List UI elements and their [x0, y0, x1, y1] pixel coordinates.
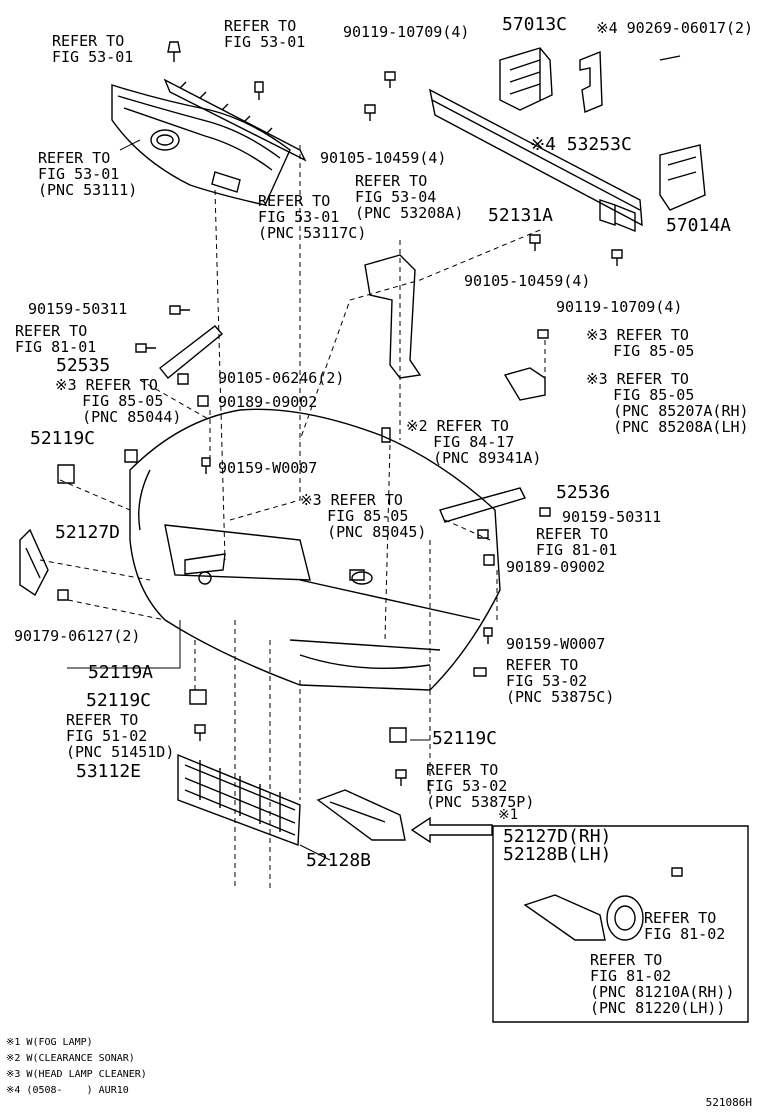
grille-moulding	[165, 80, 305, 160]
label-52119c-left: 52119C	[30, 428, 96, 449]
label-52128b: 52128B	[306, 850, 372, 871]
label-refer-85-05-c: ※3 REFER TO FIG 85-05 (PNC 85207A(RH) (P…	[586, 370, 749, 436]
fog-bezel-52128b	[318, 790, 405, 840]
label-refer-53-02-b: REFER TO FIG 53-02 (PNC 53875P)	[426, 761, 535, 811]
label-90159-50311-left: 90159-50311	[28, 300, 128, 318]
screw-50311-r	[540, 508, 550, 516]
screw-lower	[195, 725, 205, 741]
diagram-code: 521086H	[705, 1096, 752, 1109]
clip-52119c-mid	[190, 690, 206, 704]
label-53253c: ※4 53253C	[530, 134, 632, 155]
label-90159-w0007-bot: 90159-W0007	[506, 635, 606, 653]
label-refer-53-04: REFER TO FIG 53-04 (PNC 53208A)	[355, 172, 464, 222]
screw-52535	[170, 306, 190, 314]
clip-52119c-right	[390, 728, 406, 742]
label-52119a: 52119A	[88, 662, 154, 683]
label-57013c: 57013C	[502, 14, 568, 35]
bracket-57014a	[660, 145, 705, 210]
front-bumper-cover	[130, 409, 500, 690]
label-90189-09002-top: 90189-09002	[218, 393, 318, 411]
clip-top	[168, 42, 180, 62]
label-refer-53-01-d: REFER TO FIG 53-01 (PNC 53117C)	[258, 192, 367, 242]
note-4: ※4 (0508- ) AUR10	[6, 1085, 129, 1096]
label-52131a: 52131A	[488, 205, 554, 226]
cap-85044	[125, 450, 137, 462]
label-refer-81-02-a: REFER TO FIG 81-02	[644, 909, 726, 943]
clip-52119c-left	[58, 465, 74, 483]
label-refer-53-01-a: REFER TO FIG 53-01	[52, 32, 134, 66]
label-refer-85-05-d: ※3 REFER TO FIG 85-05 (PNC 85045)	[300, 491, 427, 541]
label-90189-09002-bot: 90189-09002	[506, 558, 606, 576]
label-90159-w0007-top: 90159-W0007	[218, 459, 318, 477]
label-90119-10709-bot: 90119-10709(4)	[556, 298, 683, 316]
fog-lamp-inset	[493, 826, 748, 1022]
note-1: ※1 W(FOG LAMP)	[6, 1037, 93, 1048]
screw-w0007-b	[484, 628, 492, 644]
nut-90189-b	[484, 555, 494, 565]
label-refer-81-02-b: REFER TO FIG 81-02 (PNC 81210A(RH)) (PNC…	[590, 951, 735, 1017]
note-3: ※3 W(HEAD LAMP CLEANER)	[6, 1069, 147, 1080]
sonar-sensor	[382, 428, 390, 442]
bolt-06246	[178, 374, 188, 384]
bracket-57013c	[500, 48, 552, 110]
label-90269: ※4 90269-06017(2)	[596, 19, 754, 37]
side-bracket-53208a	[365, 255, 420, 378]
inset-mark: ※1	[498, 807, 519, 823]
nut-90179	[58, 590, 68, 600]
label-90119-10709-top: 90119-10709(4)	[343, 23, 470, 41]
retainer-52535	[160, 326, 222, 378]
label-refer-53-01-b: REFER TO FIG 53-01	[224, 17, 306, 51]
label-52127d: 52127D	[55, 522, 121, 543]
lower-grille-53112e	[178, 755, 300, 845]
clip-53875c	[474, 668, 486, 676]
label-refer-85-05-b: ※3 REFER TO FIG 85-05	[586, 326, 695, 360]
label-52119c-right: 52119C	[432, 728, 498, 749]
inset-screw	[672, 868, 682, 876]
screw-lower2	[396, 770, 406, 786]
sensor-bracket	[505, 368, 545, 400]
screw-sensor	[538, 330, 548, 338]
screw-81-01	[478, 530, 488, 538]
label-52119c-mid: 52119C	[86, 690, 152, 711]
label-refer-51-02: REFER TO FIG 51-02 (PNC 51451D)	[66, 711, 175, 761]
label-90179-06127: 90179-06127(2)	[14, 627, 141, 645]
screw-52535b	[136, 344, 156, 352]
label-refer-85-05-a: ※3 REFER TO FIG 85-05 (PNC 85044)	[55, 376, 182, 426]
label-90105-06246: 90105-06246(2)	[218, 369, 345, 387]
cap-85045	[350, 570, 364, 580]
label-90159-50311-right: 90159-50311	[562, 508, 662, 526]
retainer-52536	[440, 488, 525, 522]
fog-lamp	[607, 896, 643, 940]
screw-w0007-a	[202, 458, 210, 474]
inset-bezel	[525, 895, 605, 940]
label-refer-81-01-left: REFER TO FIG 81-01	[15, 322, 97, 356]
bolts-reinforcement	[365, 56, 680, 266]
bracket-53253c	[580, 52, 602, 112]
label-53112e: 53112E	[76, 761, 142, 782]
label-refer-53-01-c: REFER TO FIG 53-01 (PNC 53111)	[38, 149, 138, 199]
inset-title: 52127D(RH) 52128B(LH)	[503, 826, 612, 865]
label-57014a: 57014A	[666, 215, 732, 236]
side-mark-52127d	[20, 530, 48, 595]
label-refer-53-02-a: REFER TO FIG 53-02 (PNC 53875C)	[506, 656, 615, 706]
bumper-reinforcement	[430, 90, 642, 231]
nut-90189-a	[198, 396, 208, 406]
label-90105-10459-bot: 90105-10459(4)	[464, 272, 591, 290]
label-52535: 52535	[56, 355, 111, 376]
screw-grille	[255, 82, 263, 100]
label-refer-81-01-right: REFER TO FIG 81-01	[536, 525, 618, 559]
note-2: ※2 W(CLEARANCE SONAR)	[6, 1053, 135, 1064]
label-52536: 52536	[556, 482, 611, 503]
label-90105-10459-top: 90105-10459(4)	[320, 149, 447, 167]
label-refer-84-17: ※2 REFER TO FIG 84-17 (PNC 89341A)	[406, 417, 542, 467]
arrow-left	[412, 818, 492, 842]
radiator-grille	[112, 85, 290, 205]
